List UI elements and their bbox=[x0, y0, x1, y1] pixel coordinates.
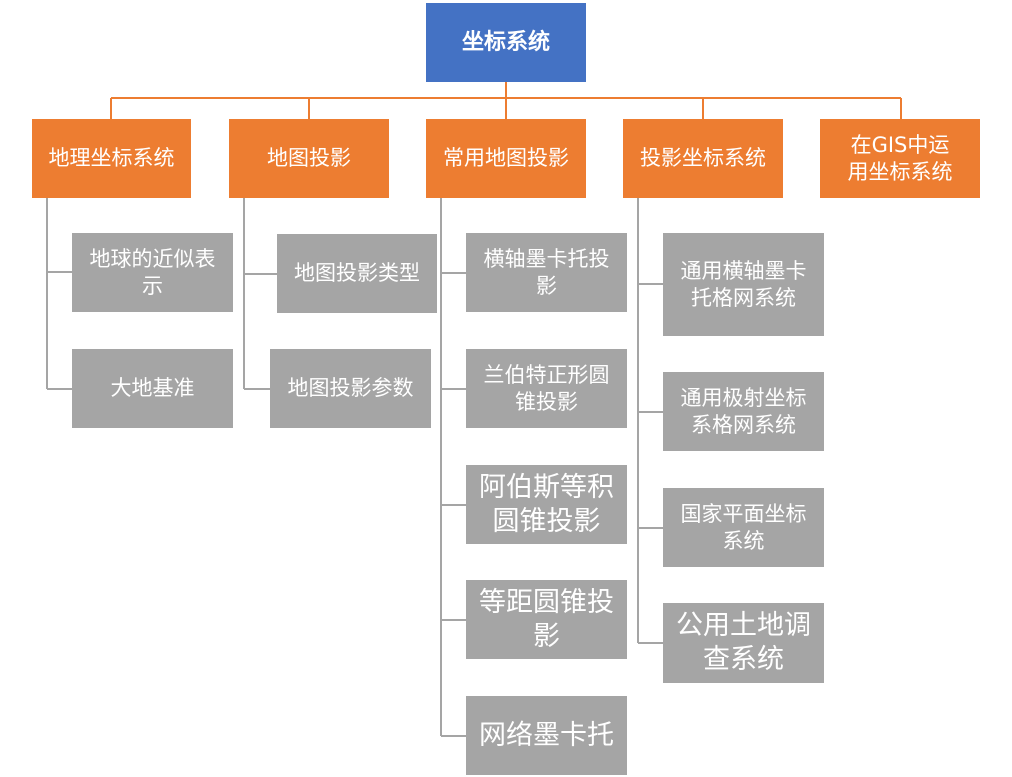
leaf-label: 兰伯特正形圆锥投影 bbox=[483, 363, 610, 414]
leaf-label: 网络墨卡托 bbox=[479, 719, 614, 751]
leaf-lambert-conformal-conic: 兰伯特正形圆锥投影 bbox=[466, 349, 627, 428]
leaf-label: 大地基准 bbox=[110, 376, 195, 401]
root-label: 坐标系统 bbox=[461, 29, 550, 55]
leaf-label: 地球的近似表示 bbox=[89, 247, 216, 298]
leaf-albers-equal-area-conic: 阿伯斯等积圆锥投影 bbox=[466, 465, 627, 544]
category-geographic-coordinate-system: 地理坐标系统 bbox=[32, 119, 191, 198]
leaf-public-land-survey-system: 公用土地调查系统 bbox=[663, 603, 824, 683]
leaf-label: 公用土地调查系统 bbox=[676, 610, 811, 675]
leaf-label: 阿伯斯等积圆锥投影 bbox=[479, 471, 614, 537]
leaf-label: 地图投影参数 bbox=[287, 376, 414, 401]
category-label: 地图投影 bbox=[267, 146, 351, 171]
leaf-label: 地图投影类型 bbox=[294, 261, 420, 286]
leaf-label: 国家平面坐标系统 bbox=[680, 502, 807, 553]
leaf-utm-grid-system: 通用横轴墨卡托格网系统 bbox=[663, 233, 824, 336]
leaf-projection-types: 地图投影类型 bbox=[277, 234, 437, 313]
leaf-label: 等距圆锥投影 bbox=[479, 586, 614, 652]
leaf-label: 通用极射坐标系格网系统 bbox=[680, 386, 807, 437]
leaf-label: 横轴墨卡托投影 bbox=[483, 247, 610, 298]
leaf-equidistant-conic: 等距圆锥投影 bbox=[466, 580, 627, 659]
leaf-earth-approximation: 地球的近似表示 bbox=[72, 233, 233, 312]
leaf-geodetic-datum: 大地基准 bbox=[72, 349, 233, 428]
category-label: 投影坐标系统 bbox=[640, 146, 766, 171]
category-label: 在GIS中运用坐标系统 bbox=[847, 133, 953, 184]
category-coordinate-systems-in-gis: 在GIS中运用坐标系统 bbox=[820, 119, 980, 198]
leaf-web-mercator: 网络墨卡托 bbox=[466, 696, 627, 775]
category-label: 常用地图投影 bbox=[443, 146, 569, 171]
leaf-ups-grid-system: 通用极射坐标系格网系统 bbox=[663, 372, 824, 451]
leaf-state-plane-coordinate-system: 国家平面坐标系统 bbox=[663, 488, 824, 567]
root-node: 坐标系统 bbox=[426, 3, 586, 82]
category-common-map-projections: 常用地图投影 bbox=[426, 119, 586, 198]
category-projected-coordinate-system: 投影坐标系统 bbox=[623, 119, 783, 198]
category-map-projection: 地图投影 bbox=[229, 119, 389, 198]
leaf-transverse-mercator: 横轴墨卡托投影 bbox=[466, 233, 627, 312]
category-label: 地理坐标系统 bbox=[48, 146, 175, 171]
leaf-projection-parameters: 地图投影参数 bbox=[270, 349, 431, 428]
leaf-label: 通用横轴墨卡托格网系统 bbox=[680, 259, 807, 310]
